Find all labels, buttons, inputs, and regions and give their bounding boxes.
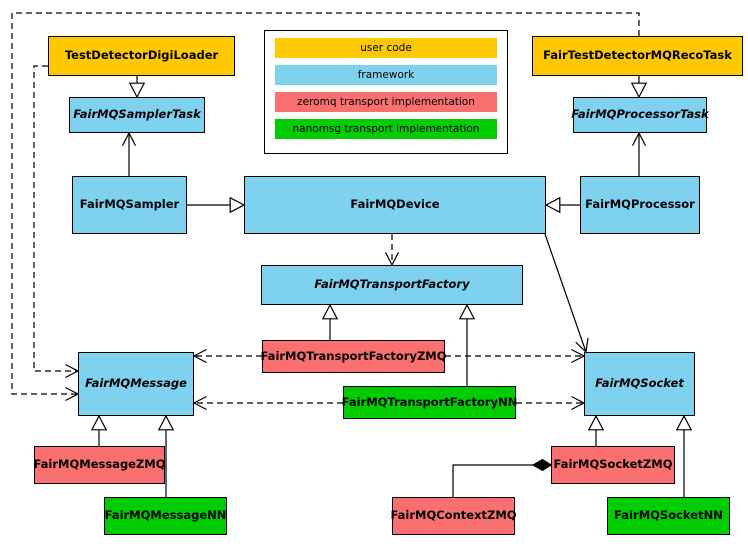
edge-socketzmq-contextzmq: [452, 458, 553, 497]
legend-label: zeromq transport implementation: [297, 96, 475, 108]
class-label: FairMQContextZMQ: [390, 508, 517, 523]
class-box-fairmqprocessor[interactable]: FairMQProcessor: [580, 176, 700, 234]
class-box-fairmqtransportfactory[interactable]: FairMQTransportFactory: [261, 265, 523, 305]
class-label: FairMQMessageZMQ: [33, 457, 166, 472]
class-box-fairmqsocketnn[interactable]: FairMQSocketNN: [607, 497, 730, 535]
legend-panel: user code framework zeromq transport imp…: [264, 30, 508, 154]
class-box-testdetectordigiloader[interactable]: TestDetectorDigiLoader: [48, 36, 235, 76]
class-label: TestDetectorDigiLoader: [64, 48, 219, 63]
class-box-fairtestdetectormqrecotask[interactable]: FairTestDetectorMQRecoTask: [532, 36, 743, 76]
class-box-fairmqdevice[interactable]: FairMQDevice: [244, 176, 546, 234]
class-label: FairMQSamplerTask: [73, 107, 201, 122]
class-label: FairMQDevice: [350, 197, 440, 212]
class-label: FairMQProcessorTask: [571, 107, 709, 122]
class-label: FairMQSocketZMQ: [553, 457, 673, 472]
legend-item-user-code: user code: [275, 38, 497, 58]
class-box-fairmqtransportfactorynn[interactable]: FairMQTransportFactoryNN: [341, 386, 518, 419]
legend-label: user code: [360, 42, 412, 54]
edge-device-socket: [544, 233, 589, 354]
class-label: FairMQProcessor: [585, 197, 695, 212]
class-box-fairmqprocessortask[interactable]: FairMQProcessorTask: [571, 97, 709, 133]
class-box-fairmqsocket[interactable]: FairMQSocket: [584, 352, 695, 416]
legend-label: framework: [357, 69, 415, 81]
legend-label: nanomsg transport implementation: [292, 123, 480, 135]
class-label: FairMQTransportFactory: [314, 277, 470, 292]
class-label: FairMQTransportFactoryZMQ: [260, 348, 447, 363]
class-label: FairTestDetectorMQRecoTask: [543, 48, 732, 63]
class-box-fairmqsocketzmq[interactable]: FairMQSocketZMQ: [551, 446, 675, 484]
class-box-fairmqcontextzmq[interactable]: FairMQContextZMQ: [390, 497, 517, 535]
class-box-fairmqmessagezmq[interactable]: FairMQMessageZMQ: [33, 446, 166, 484]
class-box-fairmqtransportfactoryzmq[interactable]: FairMQTransportFactoryZMQ: [260, 340, 447, 373]
class-box-fairmqsamplertask[interactable]: FairMQSamplerTask: [69, 97, 205, 133]
class-label: FairMQSampler: [79, 197, 180, 212]
legend-item-nanomsg: nanomsg transport implementation: [275, 119, 497, 139]
class-label: FairMQSocket: [595, 376, 684, 391]
legend-item-framework: framework: [275, 65, 497, 85]
class-box-fairmqmessage[interactable]: FairMQMessage: [78, 352, 194, 416]
class-box-fairmqsampler[interactable]: FairMQSampler: [72, 176, 187, 234]
legend-item-zeromq: zeromq transport implementation: [275, 92, 497, 112]
class-label: FairMQMessage: [85, 376, 187, 391]
class-label: FairMQTransportFactoryNN: [341, 394, 518, 409]
class-label: FairMQSocketNN: [614, 508, 723, 523]
class-label: FairMQMessageNN: [104, 508, 227, 523]
class-box-fairmqmessagenn[interactable]: FairMQMessageNN: [104, 497, 227, 535]
